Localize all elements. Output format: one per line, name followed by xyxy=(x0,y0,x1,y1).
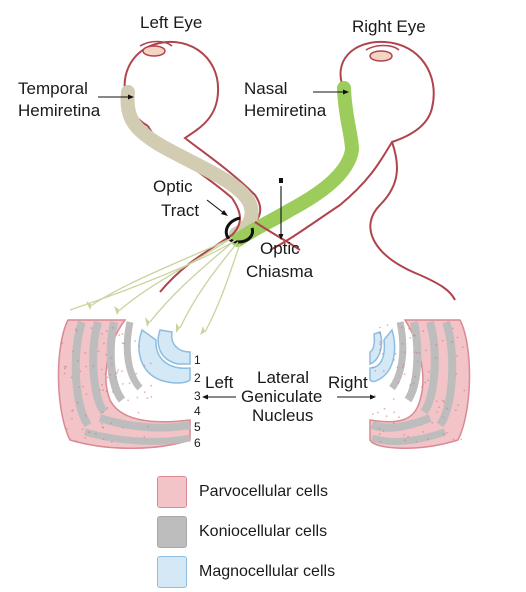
nasal-hemiretina-fiber xyxy=(231,81,360,247)
legend-label: Magnocellular cells xyxy=(199,563,336,580)
layer-number: 3 xyxy=(194,389,201,403)
nasal-label-2: Hemiretina xyxy=(244,101,327,120)
legend-item-magnocellular: Magnocellular cells xyxy=(157,552,457,592)
right-eye-label: Right Eye xyxy=(352,17,426,36)
optic-tract-label-2: Tract xyxy=(161,201,199,220)
koniocellular-swatch xyxy=(157,516,187,548)
right-label: Right xyxy=(328,373,368,392)
left-lgn xyxy=(57,319,191,449)
temporal-hemiretina-fiber xyxy=(120,85,259,241)
fiber-fan xyxy=(69,237,241,333)
legend-label: Parvocellular cells xyxy=(199,483,328,500)
legend-item-parvocellular: Parvocellular cells xyxy=(157,472,457,512)
magnocellular-swatch xyxy=(157,556,187,588)
lgn-label-3: Nucleus xyxy=(252,406,313,425)
chiasma-label-1: Optic xyxy=(260,239,300,258)
temporal-label-2: Hemiretina xyxy=(18,101,101,120)
lgn-label-2: Geniculate xyxy=(241,387,322,406)
layer-number: 1 xyxy=(194,353,201,367)
temporal-label-1: Temporal xyxy=(18,79,88,98)
chiasma-label-2: Chiasma xyxy=(246,262,314,281)
layer-numbers: 1 2 3 4 5 6 xyxy=(194,353,201,450)
layer-number: 2 xyxy=(194,371,201,385)
left-eye-label: Left Eye xyxy=(140,13,202,32)
layer-number: 5 xyxy=(194,420,201,434)
layer-number: 6 xyxy=(194,436,201,450)
legend-item-koniocellular: Koniocellular cells xyxy=(157,512,457,552)
parvocellular-swatch xyxy=(157,476,187,508)
nasal-label-1: Nasal xyxy=(244,79,287,98)
left-label: Left xyxy=(205,373,234,392)
cell-speckles xyxy=(61,324,466,443)
right-lgn xyxy=(369,319,471,449)
legend: Parvocellular cells Koniocellular cells … xyxy=(157,472,457,592)
layer-number: 4 xyxy=(194,404,201,418)
optic-tract-label-1: Optic xyxy=(153,177,193,196)
legend-label: Koniocellular cells xyxy=(199,523,328,540)
lgn-label-1: Lateral xyxy=(257,368,309,387)
optic-tract-arrow xyxy=(206,199,226,215)
